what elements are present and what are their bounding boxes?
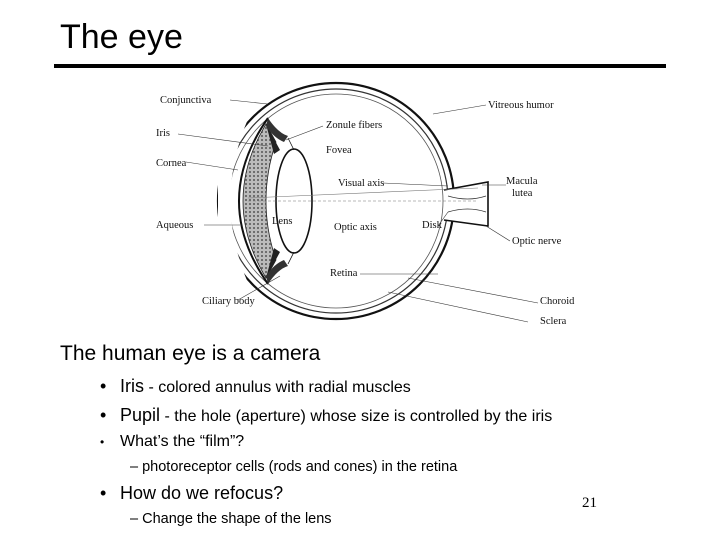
label-visual-axis: Visual axis (338, 178, 384, 189)
bullet-desc-iris: - colored annulus with radial muscles (144, 379, 411, 396)
title-underline (54, 64, 666, 68)
slide-title: The eye (60, 18, 183, 56)
cornea-outline (238, 117, 269, 285)
page-number: 21 (582, 495, 597, 511)
bullet-refocus: • How do we refocus? (100, 483, 283, 504)
label-macula: Macula (506, 176, 538, 187)
bullet-text-refocus: How do we refocus? (120, 483, 284, 503)
bullet-term-iris: Iris (120, 376, 144, 396)
label-optic-axis: Optic axis (334, 222, 377, 233)
bullet-iris: • Iris - colored annulus with radial musc… (100, 376, 411, 397)
label-fovea: Fovea (326, 145, 352, 156)
bullet-desc-pupil: - the hole (aperture) whose size is cont… (160, 408, 553, 425)
bullet-glyph: • (100, 376, 107, 396)
label-optic-nerve: Optic nerve (512, 236, 562, 247)
sub-bullet-text: photoreceptor cells (rods and cones) in … (142, 459, 458, 475)
bullet-pupil: • Pupil - the hole (aperture) whose size … (100, 405, 552, 426)
label-disk: Disk (422, 220, 443, 231)
label-vitreous-humor: Vitreous humor (488, 100, 554, 111)
bullet-glyph: • (100, 435, 105, 449)
bullet-text-film: What’s the “film”? (120, 433, 245, 450)
sub-bullet-glyph: – (130, 511, 139, 527)
eye-diagram: Conjunctiva Iris Cornea Aqueous Ciliary … (156, 81, 575, 327)
label-iris: Iris (156, 128, 170, 139)
label-lens: Lens (272, 216, 292, 227)
bullet-term-pupil: Pupil (120, 405, 161, 425)
optic-nerve-shape (443, 181, 489, 227)
visual-axis-line (247, 187, 479, 199)
bullet-glyph: • (100, 405, 107, 425)
label-aqueous: Aqueous (156, 220, 193, 231)
bullet-film: • What’s the “film”? (100, 433, 244, 451)
label-zonule-fibers: Zonule fibers (326, 120, 382, 131)
label-ciliary-body: Ciliary body (202, 296, 256, 307)
label-choroid: Choroid (540, 296, 575, 307)
label-sclera: Sclera (540, 316, 567, 327)
label-retina: Retina (330, 268, 358, 279)
label-lutea: lutea (512, 188, 533, 199)
sub-bullet-photoreceptors: – photoreceptor cells (rods and cones) i… (130, 459, 457, 475)
label-cornea: Cornea (156, 158, 187, 169)
label-conjunctiva: Conjunctiva (160, 95, 212, 106)
bullet-glyph: • (100, 483, 107, 503)
sub-bullet-glyph: – (130, 459, 139, 475)
sub-bullet-text: Change the shape of the lens (142, 511, 332, 527)
sub-bullet-lens-shape: – Change the shape of the lens (130, 511, 332, 527)
main-point: The human eye is a camera (60, 342, 321, 365)
